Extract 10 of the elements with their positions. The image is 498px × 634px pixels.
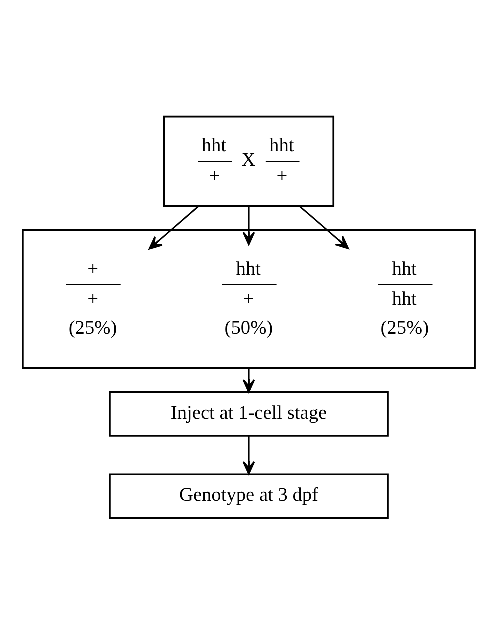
arrow: [242, 436, 256, 474]
arrow: [242, 206, 256, 245]
node-box: Inject at 1-cell stage: [109, 391, 389, 436]
node-text: hht + (50%): [224, 258, 274, 339]
node-box: Genotype at 3 dpf: [109, 473, 389, 519]
node-text: hht hht (25%): [380, 258, 430, 339]
arrow: [148, 205, 200, 250]
node-text: + + (25%): [68, 258, 118, 339]
arrow: [299, 205, 350, 249]
arrow: [242, 368, 256, 392]
